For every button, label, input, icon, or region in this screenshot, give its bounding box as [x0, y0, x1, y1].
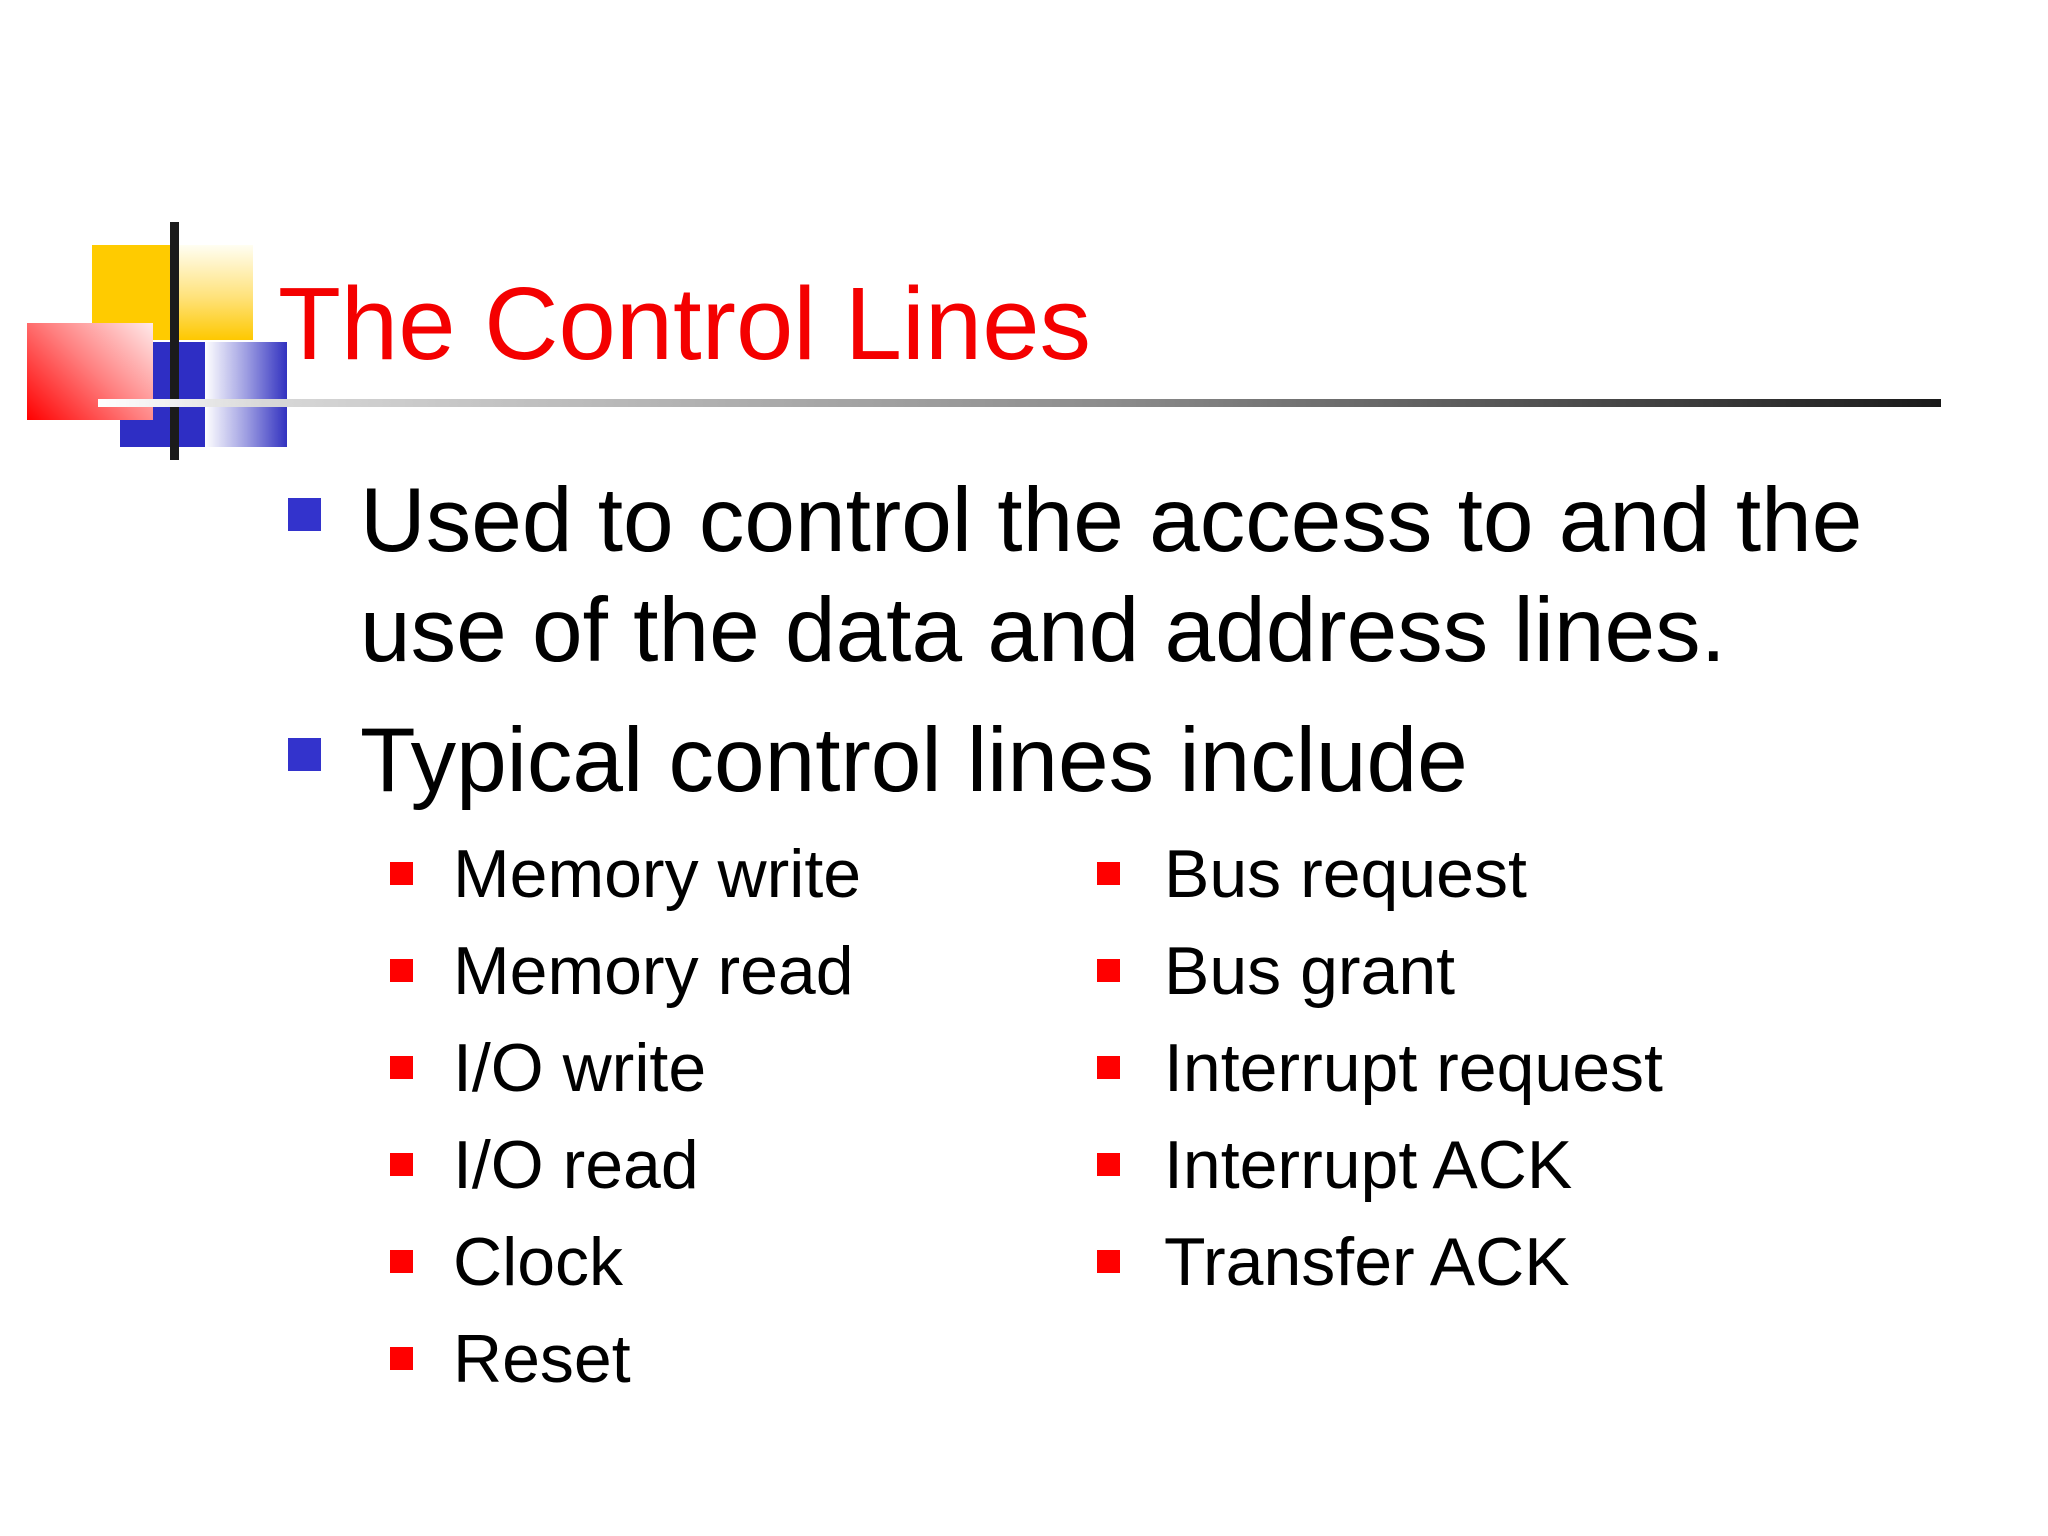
logo-yellow-gradient-square-icon	[172, 245, 253, 340]
sub-bullet-marker-icon	[390, 959, 413, 982]
list-item-label: Clock	[453, 1223, 624, 1300]
list-item: Interrupt ACK	[1097, 1116, 1663, 1213]
bullet-2-text: Typical control lines include	[360, 710, 1468, 811]
list-item: Transfer ACK	[1097, 1213, 1663, 1310]
logo-vertical-line	[170, 222, 179, 460]
list-item: I/O read	[390, 1116, 861, 1213]
control-lines-list-left: Memory write Memory read I/O write I/O r…	[390, 825, 861, 1407]
list-item: Memory read	[390, 922, 861, 1019]
bullet-1-text: Used to control the access to and the us…	[360, 466, 1862, 686]
list-item-label: Transfer ACK	[1164, 1223, 1570, 1300]
sub-bullet-marker-icon	[1097, 1153, 1120, 1176]
bullet-1-line-1: Used to control the access to and the	[360, 470, 1863, 571]
bullet-1-line-2: use of the data and address lines.	[360, 580, 1726, 681]
list-item: Memory write	[390, 825, 861, 922]
list-item: Reset	[390, 1310, 861, 1407]
list-item: Bus request	[1097, 825, 1663, 922]
bullet-marker-icon	[288, 498, 321, 531]
list-item-label: I/O write	[453, 1029, 707, 1106]
list-item: Bus grant	[1097, 922, 1663, 1019]
list-item: I/O write	[390, 1019, 861, 1116]
logo-blue-gradient-square-icon	[205, 342, 287, 447]
sub-bullet-marker-icon	[390, 862, 413, 885]
bullet-marker-icon	[288, 738, 321, 771]
sub-bullet-marker-icon	[1097, 1250, 1120, 1273]
control-lines-list-right: Bus request Bus grant Interrupt request …	[1097, 825, 1663, 1310]
list-item-label: Memory write	[453, 835, 862, 912]
list-item-label: Interrupt ACK	[1164, 1126, 1573, 1203]
sub-bullet-marker-icon	[390, 1347, 413, 1370]
page-title: The Control Lines	[278, 266, 1091, 381]
list-item: Interrupt request	[1097, 1019, 1663, 1116]
list-item-label: Interrupt request	[1164, 1029, 1663, 1106]
sub-bullet-marker-icon	[1097, 862, 1120, 885]
list-item-label: Bus grant	[1164, 932, 1456, 1009]
list-item-label: Memory read	[453, 932, 854, 1009]
sub-bullet-marker-icon	[1097, 959, 1120, 982]
list-item-label: I/O read	[453, 1126, 699, 1203]
sub-bullet-marker-icon	[390, 1153, 413, 1176]
sub-bullet-marker-icon	[390, 1056, 413, 1079]
title-underline-rule	[98, 399, 1941, 407]
sub-bullet-marker-icon	[1097, 1056, 1120, 1079]
list-item: Clock	[390, 1213, 861, 1310]
sub-bullet-marker-icon	[390, 1250, 413, 1273]
list-item-label: Bus request	[1164, 835, 1527, 912]
list-item-label: Reset	[453, 1320, 631, 1397]
